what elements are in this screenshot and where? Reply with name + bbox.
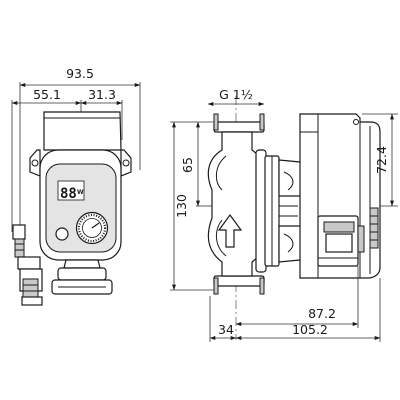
side-housing-contour-lower [216, 219, 227, 257]
dim-label-thread: G 1½ [219, 87, 253, 102]
side-rear-plug [369, 207, 379, 249]
side-top-flange [213, 113, 265, 133]
dim-label-overall-width: 93.5 [66, 66, 94, 81]
side-view: G 1½ [170, 87, 398, 342]
side-ribs [278, 159, 307, 263]
dim-label-axis-to-top: 65 [180, 157, 195, 173]
dial-pointer [91, 222, 100, 229]
side-connector-box [317, 215, 365, 267]
dim-label-motor-height: 72.4 [374, 146, 389, 174]
side-motor-bolt [353, 119, 359, 125]
front-ear-right [120, 149, 132, 177]
dim-label-port-to-port: 130 [174, 194, 189, 218]
flow-direction-arrow-icon [217, 213, 243, 248]
front-ear-left [29, 149, 41, 177]
display-readout: 88 [60, 186, 77, 202]
front-bottom-flange [51, 259, 113, 295]
side-bottom-flange [213, 275, 265, 295]
display-unit: W [77, 189, 84, 196]
front-cable-gland [12, 224, 43, 306]
front-screw-right [122, 159, 130, 167]
dim-label-left-to-axis: 55.1 [33, 87, 61, 102]
control-dial[interactable] [75, 211, 109, 245]
dim-label-axis-to-back: 105.2 [292, 322, 328, 337]
selector-button[interactable] [55, 227, 69, 241]
side-housing-contour-upper [216, 155, 227, 191]
front-screw-left [31, 159, 39, 167]
dim-label-axis-to-right: 31.3 [88, 87, 116, 102]
front-view: 93.5 55.1 31.3 88 W [11, 66, 141, 306]
dim-label-axis-to-box: 87.2 [308, 306, 336, 321]
display-window [57, 180, 85, 201]
dim-label-flange-to-axis: 34 [218, 322, 234, 337]
